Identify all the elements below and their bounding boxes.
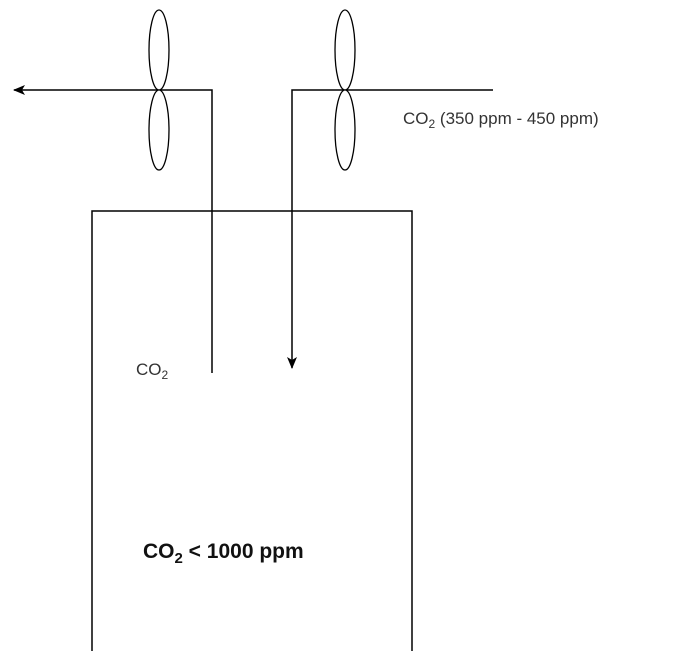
supply-label-sub: 2 <box>428 117 436 131</box>
sensor-co2-label: CO2 <box>136 360 169 382</box>
exhaust-duct <box>13 85 213 373</box>
room-label-rest: < 1000 ppm <box>182 540 304 563</box>
supply-label-rest: (350 ppm - 450 ppm) <box>435 109 599 128</box>
sensor-label-main: CO <box>136 360 162 379</box>
room-outline <box>91 210 413 651</box>
room-label-sub: 2 <box>174 550 183 567</box>
supply-label-main: CO <box>403 109 429 128</box>
sensor-label-sub: 2 <box>161 368 169 382</box>
supply-co2-label: CO2 (350 ppm - 450 ppm) <box>403 109 599 131</box>
supply-duct <box>287 89 493 369</box>
exhaust-fan-icon <box>148 9 170 171</box>
room-label-main: CO <box>143 540 175 563</box>
supply-fan-icon <box>334 9 356 171</box>
room-co2-label: CO2 < 1000 ppm <box>143 540 304 566</box>
